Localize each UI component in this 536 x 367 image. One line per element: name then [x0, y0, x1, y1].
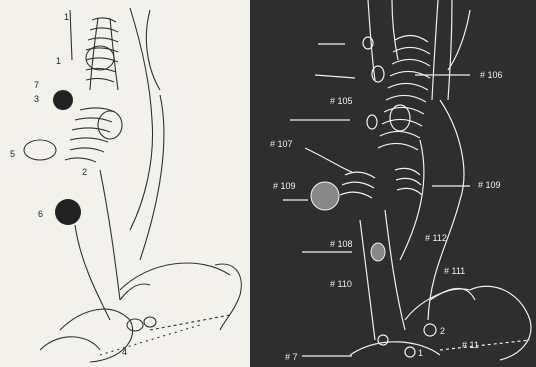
right-node-hatched-small	[371, 243, 385, 261]
label-11: # 11	[462, 340, 479, 350]
left-label-4: 4	[122, 347, 127, 357]
label-106: # 106	[480, 70, 503, 80]
label-110: # 110	[330, 279, 352, 289]
label-107: # 107	[270, 139, 293, 149]
left-label-2: 2	[82, 167, 87, 177]
left-label-6: 6	[38, 209, 43, 219]
left-node-dark-lower	[55, 199, 81, 225]
label-112: # 112	[425, 233, 447, 243]
left-node-dark-upper	[53, 90, 73, 110]
label-7: # 7	[285, 352, 298, 362]
label-109-right: # 109	[478, 180, 501, 190]
label-108: # 108	[330, 239, 353, 249]
label-1: 1	[418, 348, 423, 358]
left-label-3: 3	[34, 94, 39, 104]
left-label-7: 7	[34, 80, 39, 90]
label-111: # 111	[444, 266, 465, 276]
label-105: # 105	[330, 96, 353, 106]
left-label-1a: 1	[64, 12, 69, 22]
right-node-hatched-large	[311, 182, 339, 210]
left-label-1b: 1	[56, 56, 61, 66]
label-109-left: # 109	[273, 181, 296, 191]
label-2: 2	[440, 326, 445, 336]
left-label-5: 5	[10, 149, 15, 159]
